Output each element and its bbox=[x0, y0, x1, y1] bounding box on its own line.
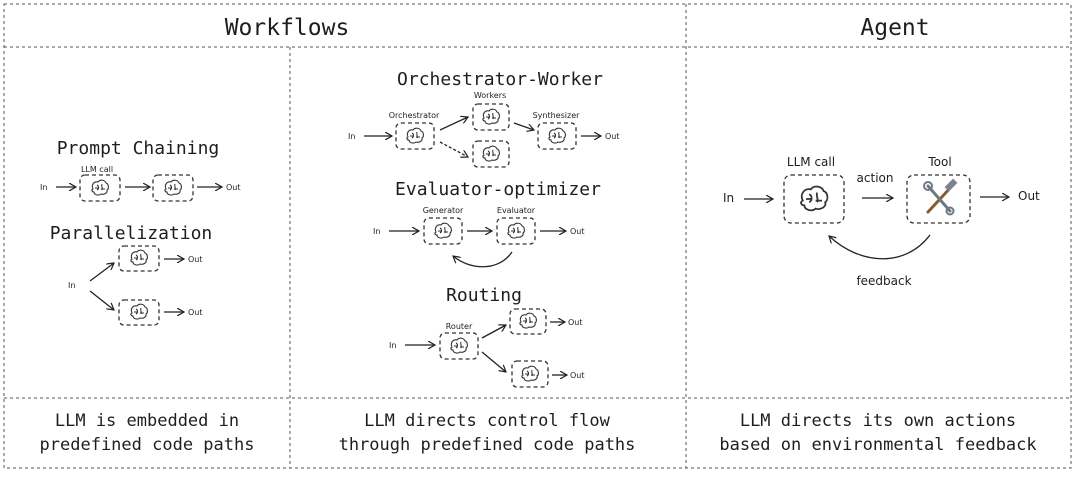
parallelization-output-bottom-label: Out bbox=[188, 308, 203, 317]
worker-box bbox=[472, 140, 510, 168]
agent-llm-label: LLM call bbox=[787, 155, 835, 169]
parallelization-diagram: Parallelization In Out Out bbox=[50, 223, 213, 326]
orchestrator-worker-output-label: Out bbox=[605, 132, 620, 141]
arrow bbox=[89, 290, 114, 310]
orchestrator-worker-input-label: In bbox=[348, 132, 355, 141]
routing-output-top-label: Out bbox=[568, 318, 583, 327]
agent-input-label: In bbox=[723, 191, 734, 205]
feedback-arrow bbox=[829, 234, 931, 260]
routing-title: Routing bbox=[446, 285, 522, 306]
feedback-label: feedback bbox=[856, 274, 911, 288]
right-caption-line1: LLM directs its own actions bbox=[740, 411, 1016, 431]
agent-header: Agent bbox=[860, 15, 929, 41]
llm-call-box bbox=[118, 299, 160, 326]
routing-output-bottom-label: Out bbox=[570, 371, 585, 380]
parallelization-input-label: In bbox=[68, 281, 75, 290]
parallelization-title: Parallelization bbox=[50, 223, 213, 244]
evaluator-optimizer-diagram: Evaluator-optimizer In Generator Evaluat… bbox=[373, 179, 601, 268]
feedback-loop-arrow bbox=[453, 251, 513, 268]
worker-box bbox=[472, 103, 510, 131]
orchestrator-label: Orchestrator bbox=[389, 111, 440, 120]
arrow bbox=[89, 263, 114, 282]
prompt-chaining-llm-label: LLM call bbox=[81, 165, 113, 174]
agent-output-label: Out bbox=[1018, 189, 1040, 203]
hammer-and-wrench-icon bbox=[923, 178, 958, 216]
orchestrator-box bbox=[395, 122, 435, 150]
arrow bbox=[513, 122, 534, 130]
prompt-chaining-input-label: In bbox=[40, 183, 47, 192]
prompt-chaining-diagram: Prompt Chaining LLM call In Out bbox=[40, 138, 241, 202]
tool-label: Tool bbox=[927, 155, 951, 169]
left-caption-line2: predefined code paths bbox=[40, 435, 255, 455]
generator-box bbox=[423, 217, 463, 245]
middle-caption-line1: LLM directs control flow bbox=[364, 411, 610, 431]
route-box bbox=[511, 360, 549, 388]
action-label: action bbox=[857, 171, 894, 185]
workflows-header: Workflows bbox=[225, 15, 350, 41]
orchestrator-worker-diagram: Orchestrator-Worker In Orchestrator Work… bbox=[348, 69, 620, 168]
captions: LLM is embedded in predefined code paths… bbox=[40, 411, 1037, 455]
router-label: Router bbox=[446, 322, 473, 331]
routing-diagram: Routing In Router Out Out bbox=[389, 285, 585, 388]
arrow bbox=[481, 325, 506, 339]
agent-diagram: In LLM call action Tool Out feedback bbox=[723, 155, 1040, 288]
frame bbox=[3, 3, 1072, 469]
middle-caption-line2: through predefined code paths bbox=[339, 435, 636, 455]
evaluator-label: Evaluator bbox=[497, 206, 536, 215]
generator-label: Generator bbox=[423, 206, 464, 215]
evaluator-box bbox=[496, 217, 536, 245]
evaluator-optimizer-output-label: Out bbox=[570, 227, 585, 236]
parallelization-output-top-label: Out bbox=[188, 255, 203, 264]
llm-call-box bbox=[152, 174, 194, 202]
route-box bbox=[509, 308, 547, 335]
synthesizer-box bbox=[537, 122, 577, 150]
orchestrator-worker-title: Orchestrator-Worker bbox=[397, 69, 603, 90]
left-caption-line1: LLM is embedded in bbox=[55, 411, 239, 431]
routing-input-label: In bbox=[389, 341, 396, 350]
arrow bbox=[439, 141, 468, 157]
right-caption-line2: based on environmental feedback bbox=[719, 435, 1036, 455]
prompt-chaining-title: Prompt Chaining bbox=[57, 138, 220, 159]
outer-border bbox=[3, 3, 1072, 469]
llm-call-box bbox=[79, 174, 121, 202]
arrow bbox=[439, 117, 468, 131]
prompt-chaining-output-label: Out bbox=[226, 183, 241, 192]
agent-llm-box bbox=[783, 174, 845, 224]
synthesizer-label: Synthesizer bbox=[533, 111, 581, 120]
arrow bbox=[481, 351, 506, 372]
workers-label: Workers bbox=[474, 91, 506, 100]
evaluator-optimizer-title: Evaluator-optimizer bbox=[395, 179, 601, 200]
llm-call-box bbox=[118, 245, 160, 272]
router-box bbox=[439, 332, 479, 360]
evaluator-optimizer-input-label: In bbox=[373, 227, 380, 236]
